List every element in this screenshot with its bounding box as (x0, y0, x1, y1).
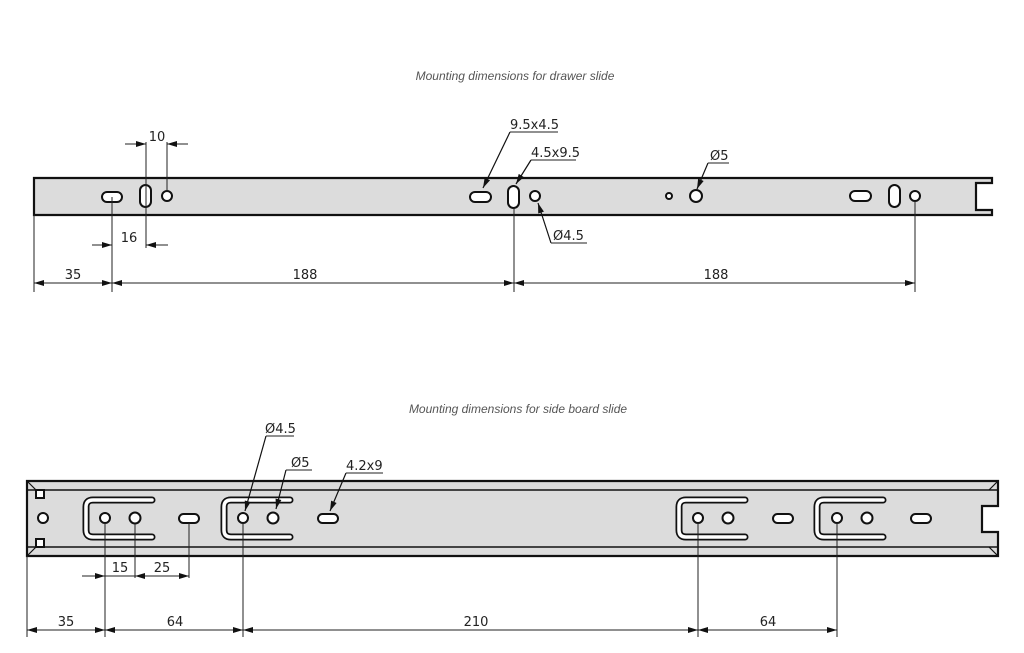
side-board-slide-section: Mounting dimensions for side board slide (25, 402, 1000, 637)
callout-slot-4.5x9.5: 4.5x9.5 (531, 146, 580, 161)
dim-35: 35 (58, 615, 75, 630)
drawer-slide-caption: Mounting dimensions for drawer slide (416, 69, 615, 83)
round-hole (529, 190, 541, 202)
slot-horizontal (772, 513, 794, 524)
side-board-rail (25, 479, 1000, 558)
slot-horizontal (317, 513, 339, 524)
dim-64-right: 64 (760, 615, 777, 630)
dim-210: 210 (464, 615, 489, 630)
dim-35: 35 (65, 268, 82, 283)
slot-horizontal (849, 190, 872, 202)
bracket-cutout (82, 496, 156, 541)
dim-188-right: 188 (704, 268, 729, 283)
dim-188-left: 188 (293, 268, 318, 283)
round-hole (909, 190, 921, 202)
small-hole (665, 192, 673, 200)
square-hole (35, 489, 45, 499)
slot-horizontal (469, 191, 492, 203)
round-hole (128, 511, 142, 525)
callout-slot-4.2x9: 4.2x9 (346, 459, 383, 474)
round-hole (831, 512, 843, 524)
dim-15: 15 (112, 561, 129, 576)
bracket-cutout (220, 496, 294, 541)
callout-slot-9.5x4.5: 9.5x4.5 (510, 118, 559, 133)
dim-25: 25 (154, 561, 171, 576)
round-hole (37, 512, 49, 524)
round-hole (689, 189, 703, 203)
callout-hole-4.5: Ø4.5 (553, 229, 584, 244)
slot-vertical (888, 184, 901, 208)
round-hole (237, 512, 249, 524)
bracket-cutout (813, 496, 887, 541)
round-hole (161, 190, 173, 202)
drawer-slide-section: Mounting dimensions for drawer slide 10 … (32, 69, 994, 292)
slot-vertical (507, 185, 520, 209)
side-board-slide-caption: Mounting dimensions for side board slide (409, 402, 627, 416)
slot-horizontal (910, 513, 932, 524)
round-hole (860, 511, 874, 525)
bracket-cutout (675, 496, 749, 541)
dim-10: 10 (149, 130, 166, 145)
slot-horizontal (178, 513, 200, 524)
dim-64-left: 64 (167, 615, 184, 630)
round-hole (721, 511, 735, 525)
square-hole (35, 538, 45, 548)
callout-hole-5: Ø5 (710, 149, 729, 164)
round-hole (266, 511, 280, 525)
callout-hole-5: Ø5 (291, 456, 310, 471)
dim-16: 16 (121, 231, 138, 246)
round-hole (692, 512, 704, 524)
round-hole (99, 512, 111, 524)
callout-hole-4.5: Ø4.5 (265, 422, 296, 437)
